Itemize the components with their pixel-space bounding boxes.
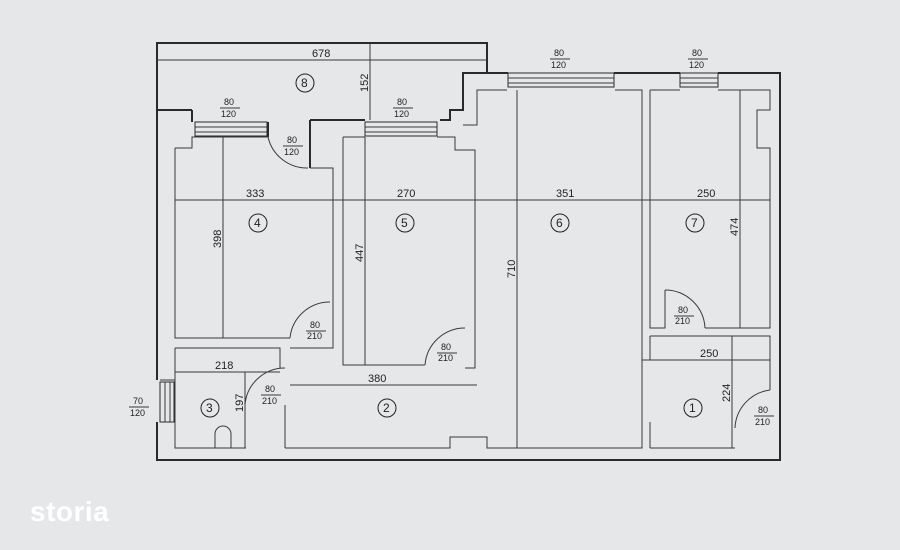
win-top6-top: 80 (554, 48, 564, 58)
storia-logo: storia (30, 496, 110, 527)
door-4-bottom: 210 (307, 331, 322, 341)
win-top7-top: 80 (692, 48, 702, 58)
room-8-label: 8 (301, 76, 308, 90)
dim-250-top: 250 (697, 188, 715, 200)
win-top6-bottom: 120 (551, 60, 566, 70)
dim-447: 447 (354, 244, 366, 262)
dim-333: 333 (246, 188, 264, 200)
walls (156, 42, 781, 461)
win-3-bottom: 120 (130, 408, 145, 418)
windows (159, 72, 719, 423)
room-2-label: 2 (383, 401, 390, 415)
door-3-top: 80 (265, 384, 275, 394)
door-1-bottom: 210 (755, 417, 770, 427)
dim-398: 398 (212, 230, 224, 248)
door-8-bottom: 120 (284, 147, 299, 157)
room-7-label: 7 (691, 216, 698, 230)
win-4-top: 80 (224, 97, 234, 107)
dimension-lines (157, 43, 770, 386)
door-1-top: 80 (758, 405, 768, 415)
door-7-top: 80 (678, 305, 688, 315)
dim-224: 224 (721, 384, 733, 402)
opening-labels: 80 120 80 120 80 120 80 120 80 120 80 21… (129, 48, 774, 427)
door-8-top: 80 (287, 135, 297, 145)
dim-710: 710 (506, 260, 518, 278)
win-4-bottom: 120 (221, 109, 236, 119)
door-swings (214, 136, 771, 448)
door-5-top: 80 (441, 342, 451, 352)
win-5-top: 80 (397, 97, 407, 107)
door-5-bottom: 210 (438, 353, 453, 363)
door-3-bottom: 210 (262, 396, 277, 406)
room-3-label: 3 (206, 401, 213, 415)
dim-351: 351 (556, 188, 574, 200)
dim-678: 678 (312, 48, 330, 60)
room-1-label: 1 (689, 401, 696, 415)
dim-250-bottom: 250 (700, 348, 718, 360)
room-5-label: 5 (401, 216, 408, 230)
room-markers: 1 2 3 4 5 6 7 8 (200, 73, 705, 418)
win-5-bottom: 120 (394, 109, 409, 119)
dim-197: 197 (234, 394, 246, 412)
dim-380: 380 (368, 373, 386, 385)
dim-218: 218 (215, 360, 233, 372)
dim-270: 270 (397, 188, 415, 200)
dim-474: 474 (729, 218, 741, 236)
door-4-top: 80 (310, 320, 320, 330)
win-top7-bottom: 120 (689, 60, 704, 70)
door-7-bottom: 210 (675, 316, 690, 326)
room-6-label: 6 (556, 216, 563, 230)
win-3-top: 70 (133, 396, 143, 406)
dim-152: 152 (359, 74, 371, 92)
room-4-label: 4 (254, 216, 261, 230)
